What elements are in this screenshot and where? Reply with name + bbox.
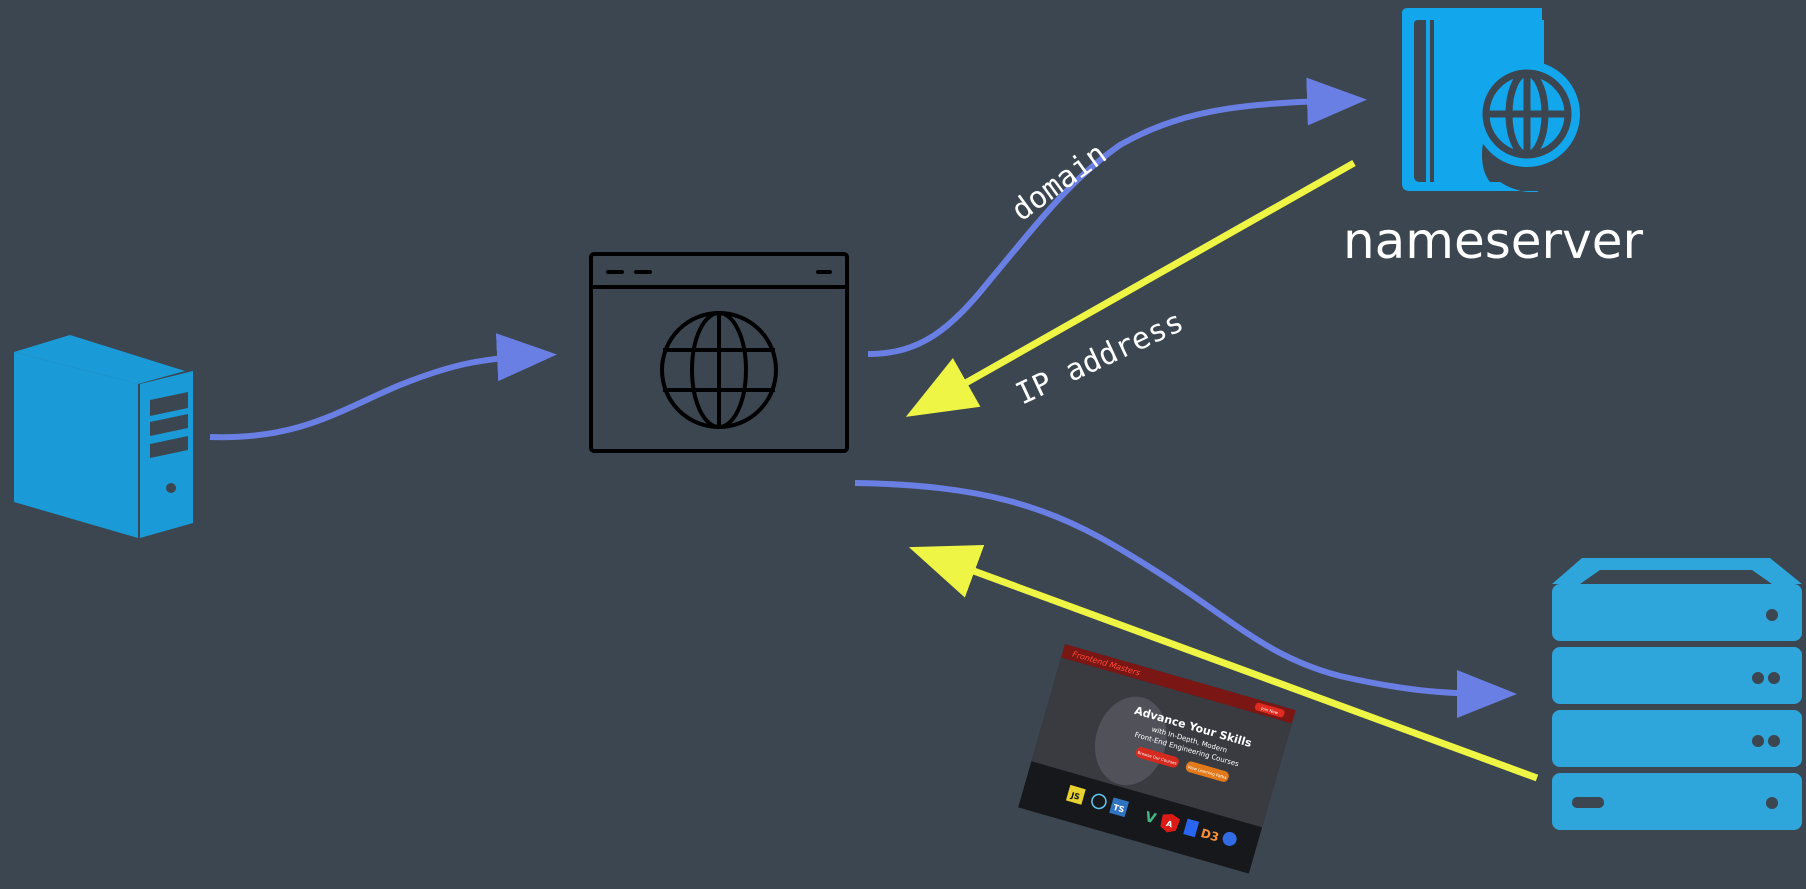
thumbnail-logo-js <box>1065 784 1086 805</box>
thumbnail-logo-k8s <box>1222 831 1237 846</box>
thumbnail-nav-button-label: Join Now <box>1260 705 1280 715</box>
thumbnail-logo-angular-label: A <box>1165 819 1174 830</box>
desktop-tower-icon <box>14 335 193 538</box>
thumbnail-nav-button <box>1254 702 1285 718</box>
domain-edge-label: domain <box>1005 136 1113 228</box>
thumbnail-cta-secondary <box>1185 761 1229 782</box>
book-globe-icon <box>1402 8 1580 192</box>
computer-to-browser-arrow <box>209 333 557 441</box>
thumbnail-cta-primary <box>1135 747 1179 768</box>
browser-to-webserver-arrow <box>854 480 1517 718</box>
server-rack-icon <box>1552 558 1802 830</box>
thumbnail-logo-d3: D3 <box>1199 826 1220 845</box>
thumbnail-logo-react <box>1091 793 1107 810</box>
thumbnail-logo-vue: V <box>1143 809 1158 827</box>
thumbnail-logo-css <box>1183 818 1200 838</box>
webserver-to-browser-arrow <box>908 545 1539 782</box>
browser-globe-icon <box>589 252 849 453</box>
website-thumbnail: Frontend Masters Join Now Advance Your S… <box>1018 644 1296 874</box>
nameserver-to-browser-arrow <box>905 159 1356 417</box>
nameserver-label: nameserver <box>1343 212 1644 270</box>
thumbnail-logo-angular <box>1160 814 1181 833</box>
ip-address-edge-label: IP address <box>1011 304 1189 412</box>
thumbnail-logo-ts <box>1109 797 1129 818</box>
thumbnail-logo-js-label: JS <box>1069 790 1081 801</box>
browser-to-nameserver-arrow <box>867 77 1367 357</box>
thumbnail-logo-ts-label: TS <box>1112 803 1125 815</box>
